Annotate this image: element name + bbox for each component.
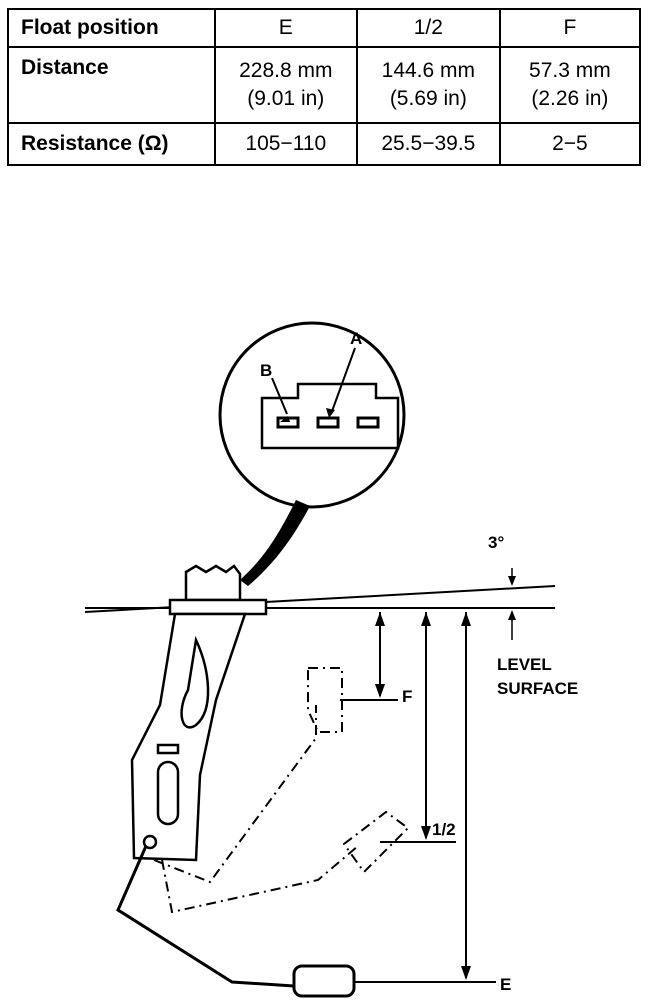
reference-lines [84,568,556,640]
header-label: Float position [7,8,216,48]
col-f: F [498,8,642,48]
sender-flange [168,598,268,616]
distance-half: 144.6 mm (5.69 in) [355,46,501,124]
resistance-label: Resistance (Ω) [7,122,216,166]
pos-f-label: F [402,687,412,706]
sender-unit [130,564,268,862]
level-label-1: LEVEL [497,655,552,674]
distance-label: Distance [7,46,216,124]
sender-bracket [130,612,247,862]
col-half: 1/2 [355,8,501,48]
terminal-third-slot [356,416,380,429]
level-label-2: SURFACE [497,679,578,698]
float-positions [153,667,410,914]
resistance-row: Resistance (Ω) 105−110 25.5−39.5 2−5 [7,122,642,166]
sender-top-cap [184,564,242,602]
terminal-a-label: A [350,329,362,348]
angle-label: 3° [488,533,504,552]
pointer-a [330,347,356,415]
pointer-b [271,377,288,415]
col-e: E [213,8,358,48]
sender-slot [156,760,180,826]
float-f [307,667,343,733]
connector-detail [218,321,406,509]
pos-e-label: E [500,975,511,994]
arrowhead-a [326,408,335,418]
float-arm [116,845,295,988]
distance-e-in: (9.01 in) [247,87,325,110]
resistance-e: 105−110 [213,122,358,166]
dimension-arrows [375,612,471,980]
terminal-b-label: B [260,361,272,380]
terminal-a-slot [316,416,340,429]
distance-half-mm: 144.6 mm [381,59,476,82]
connector-body [260,382,400,450]
connector-detail-circle [218,321,406,509]
distance-e-mm: 228.8 mm [239,59,333,82]
float-pivot [142,834,158,850]
sender-wires [180,635,210,729]
sender-small-slot [156,743,180,755]
arm-to-half-position [161,845,359,914]
angle-arrow-top [508,576,516,586]
dimension-lines [340,612,496,983]
resistance-f: 2−5 [498,122,642,166]
table-header-row: Float position E 1/2 F [7,8,642,48]
distance-e: 228.8 mm (9.01 in) [213,46,358,124]
resistance-half: 25.5−39.5 [355,122,501,166]
arm-to-f-position [153,705,317,884]
detail-callout [240,500,310,586]
distance-half-in: (5.69 in) [389,87,467,110]
distance-f: 57.3 mm (2.26 in) [498,46,642,124]
float-e [292,964,356,998]
arrowhead-b [280,416,290,422]
distance-f-in: (2.26 in) [531,87,609,110]
angle-arrow-bottom [508,610,516,620]
distance-row: Distance 228.8 mm (9.01 in) 144.6 mm (5.… [7,46,642,124]
float-spec-table: Float position E 1/2 F Distance 228.8 mm… [7,8,642,166]
distance-f-mm: 57.3 mm [529,59,611,82]
pos-half-label: 1/2 [432,820,456,839]
